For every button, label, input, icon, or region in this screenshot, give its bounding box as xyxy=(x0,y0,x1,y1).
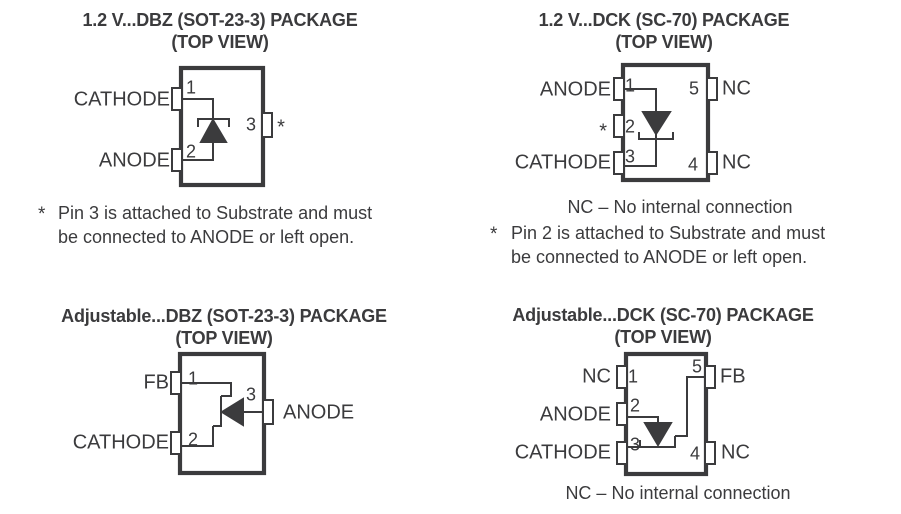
pin-label-fb: FB xyxy=(720,365,746,388)
figure-title: 1.2 V...DBZ (SOT-23-3) PACKAGE xyxy=(82,10,358,30)
diode-triangle xyxy=(643,422,673,447)
pin-stub-5 xyxy=(706,365,716,389)
package-drawing-adj-dbz xyxy=(170,351,274,476)
footnote-line-1: Pin 2 is attached to Substrate and must xyxy=(511,223,826,243)
pin-label-nc-4: NC xyxy=(722,151,751,174)
pin-label-nc-5: NC xyxy=(722,77,751,100)
footnote-line-1: Pin 3 is attached to Substrate and must xyxy=(58,203,373,223)
pin-stub-1 xyxy=(170,371,180,395)
pin-number-2: 2 xyxy=(185,141,197,162)
pin-stub-2 xyxy=(170,431,180,455)
pin-stub-3 xyxy=(616,441,626,465)
pin-stub-4 xyxy=(708,151,718,175)
pin-stub-4 xyxy=(706,441,716,465)
footnote-line-2: be connected to ANODE or left open. xyxy=(511,247,808,267)
figure-title: Adjustable...DCK (SC-70) PACKAGE xyxy=(512,305,814,325)
pin-label-cathode: CATHODE xyxy=(514,151,611,174)
diode-triangle xyxy=(641,111,672,136)
pin-stub-3 xyxy=(263,112,273,138)
pin-number-1: 1 xyxy=(624,75,636,96)
anode-wire xyxy=(623,88,657,112)
pin-number-3: 3 xyxy=(624,146,636,167)
package-drawing-adj-dck xyxy=(616,351,716,477)
nc-note: NC – No internal connection xyxy=(567,197,793,217)
pin-label-cathode: CATHODE xyxy=(72,431,169,454)
pin-label-cathode: CATHODE xyxy=(514,441,611,464)
nc-note: NC – No internal connection xyxy=(565,483,791,503)
pin-label-nc-1: NC xyxy=(582,365,611,388)
pin-stub-1 xyxy=(613,77,623,101)
cathode-wire xyxy=(181,98,214,119)
pin-number-2: 2 xyxy=(187,429,199,450)
figure-subtitle: (TOP VIEW) xyxy=(171,32,269,52)
pin-number-4: 4 xyxy=(687,154,699,175)
substrate-asterisk: * xyxy=(277,116,285,139)
pin-number-5: 5 xyxy=(691,356,703,377)
anode-wire xyxy=(181,142,214,161)
pin-stub-1 xyxy=(171,87,181,111)
footnote-line-2: be connected to ANODE or left open. xyxy=(58,227,355,247)
package-outline xyxy=(623,351,709,477)
substrate-asterisk: * xyxy=(599,120,607,143)
package-drawing-v12-dbz xyxy=(171,65,273,188)
pin-number-2: 2 xyxy=(629,395,641,416)
pin-label-fb: FB xyxy=(143,371,169,394)
zener-diode-symbol xyxy=(639,422,676,448)
pin-number-2: 2 xyxy=(624,116,636,137)
pin-label-anode: ANODE xyxy=(539,403,611,426)
figure-title: 1.2 V...DCK (SC-70) PACKAGE xyxy=(538,10,790,30)
footnote-marker: * xyxy=(490,224,498,245)
feedback-wire xyxy=(180,382,232,397)
pin-number-5: 5 xyxy=(688,78,700,99)
pin-number-1: 1 xyxy=(627,366,639,387)
pin-number-3: 3 xyxy=(245,114,257,135)
pin-stub-5 xyxy=(708,77,718,101)
figure-subtitle: (TOP VIEW) xyxy=(175,328,273,348)
figure-subtitle: (TOP VIEW) xyxy=(614,327,712,347)
cathode-bar xyxy=(639,436,676,448)
pin-stub-1 xyxy=(616,365,626,389)
pin-stub-3 xyxy=(264,399,274,425)
pin-stub-2 xyxy=(613,114,623,138)
pin-number-1: 1 xyxy=(187,368,199,389)
pin-label-nc-4: NC xyxy=(721,441,750,464)
pin-label-anode: ANODE xyxy=(539,78,611,101)
pin-stub-2 xyxy=(171,148,181,172)
package-outline xyxy=(620,62,711,183)
pin-label-cathode: CATHODE xyxy=(73,88,170,111)
pin-label-anode: ANODE xyxy=(283,401,355,424)
pin-number-1: 1 xyxy=(185,77,197,98)
package-outline xyxy=(178,65,266,188)
pin-stub-3 xyxy=(613,151,623,175)
pin-number-3: 3 xyxy=(245,384,257,405)
cathode-bar xyxy=(213,396,222,427)
pin-number-4: 4 xyxy=(689,443,701,464)
pin-stub-2 xyxy=(616,402,626,426)
figure-title: Adjustable...DBZ (SOT-23-3) PACKAGE xyxy=(61,306,387,326)
cathode-wire xyxy=(180,426,214,447)
feedback-wire xyxy=(675,376,706,437)
package-drawing-v12-dck xyxy=(613,62,718,183)
cathode-wire xyxy=(623,134,657,167)
figure-subtitle: (TOP VIEW) xyxy=(615,32,713,52)
anode-wire xyxy=(626,416,659,423)
pin-label-anode: ANODE xyxy=(98,149,170,172)
footnote-marker: * xyxy=(38,204,46,225)
pin-number-3: 3 xyxy=(629,434,641,455)
